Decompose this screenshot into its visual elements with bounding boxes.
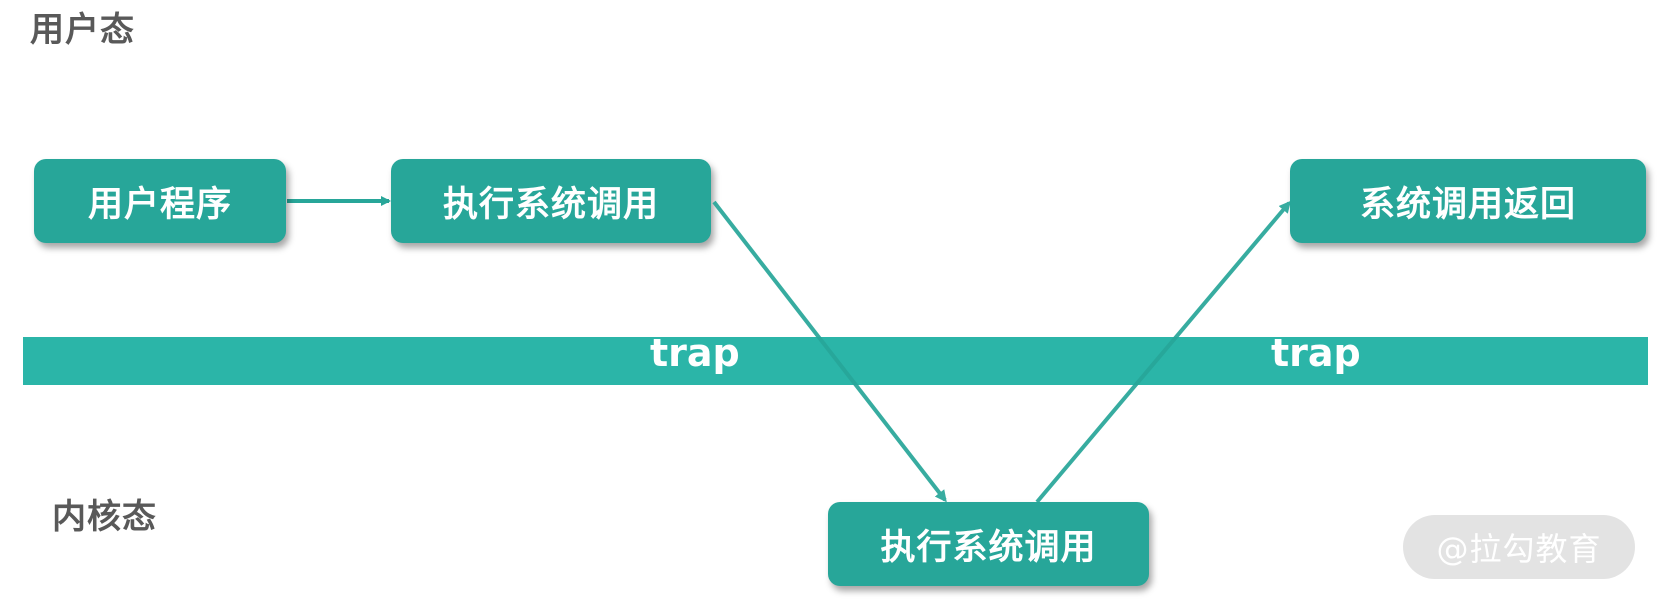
watermark-badge: @拉勾教育 [1403, 515, 1635, 579]
watermark-text: @拉勾教育 [1436, 530, 1602, 568]
node-syscall-return-label: 系统调用返回 [1359, 184, 1576, 225]
node-syscall-return: 系统调用返回 [1290, 159, 1646, 243]
user-mode-label: 用户态 [30, 10, 135, 50]
trap-label-left: trap [650, 331, 740, 375]
node-exec-syscall-user: 执行系统调用 [391, 159, 711, 243]
node-user-program: 用户程序 [34, 159, 286, 243]
node-exec-syscall-kernel-label: 执行系统调用 [880, 527, 1097, 568]
trap-label-right: trap [1271, 331, 1361, 375]
node-exec-syscall-user-label: 执行系统调用 [442, 184, 659, 225]
node-exec-syscall-kernel: 执行系统调用 [828, 502, 1149, 586]
kernel-mode-label: 内核态 [52, 497, 157, 537]
node-user-program-label: 用户程序 [87, 184, 232, 225]
